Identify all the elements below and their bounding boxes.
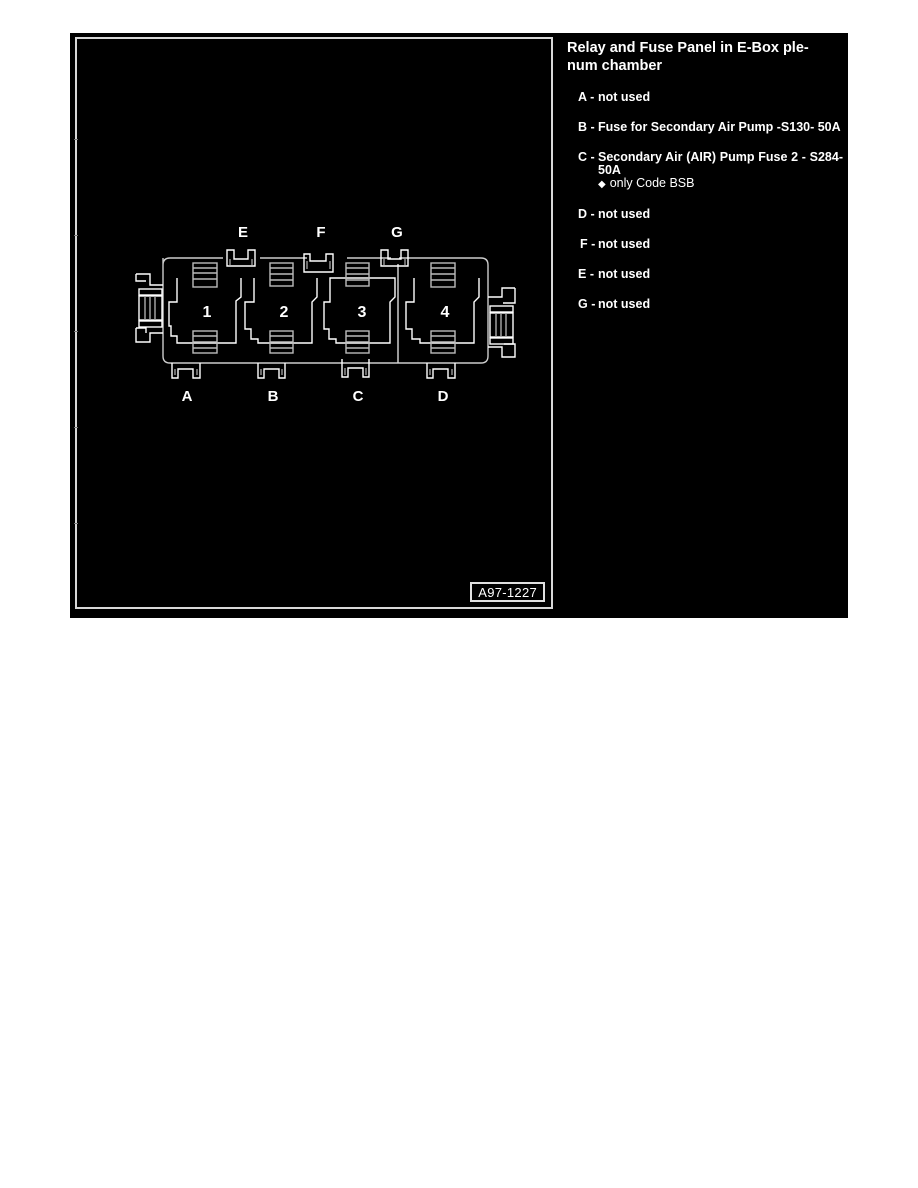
legend-item-f: F - not used [580, 237, 651, 251]
legend-item-c: C - Secondary Air (AIR) Pump Fuse 2 - S2… [578, 150, 843, 191]
legend-item-e: E - not used [578, 267, 651, 281]
legend-text: not used [598, 207, 651, 221]
relay-socket-2 [244, 262, 318, 354]
legend-text: not used [598, 90, 651, 104]
title-line-1: Relay and Fuse Panel in E-Box ple- [567, 40, 809, 56]
legend-text: Fuse for Secondary Air Pump -S130- 50A [598, 120, 841, 134]
title-line-2: num chamber [567, 58, 663, 74]
legend-list: A - not used B - Fuse for Secondary Air … [567, 91, 843, 311]
frame-tick [74, 331, 78, 332]
relay-socket-3 [323, 262, 396, 354]
fuse-holder-b [257, 363, 286, 379]
fuse-holder-d [426, 363, 456, 379]
right-mount-clip [488, 287, 516, 358]
fuse-label-g: G [391, 224, 403, 241]
legend-item-a: A - not used [578, 90, 651, 104]
legend-panel: Relay and Fuse Panel in E-Box ple- num c… [567, 39, 843, 328]
legend-key: C [578, 150, 588, 164]
frame-tick [74, 235, 78, 236]
fuse-holder-a [171, 363, 201, 379]
legend-key: G [578, 297, 588, 311]
legend-key: A [578, 90, 587, 104]
legend-text: Secondary Air (AIR) Pump Fuse 2 - S284- … [598, 150, 843, 177]
frame-tick [74, 139, 78, 140]
frame-tick [74, 427, 78, 428]
legend-text: not used [598, 237, 651, 251]
relay-fuse-panel-diagram: 1 2 3 4 E F G A B C D [135, 224, 516, 405]
fuse-holder-c [341, 359, 370, 378]
relay-label-2: 2 [280, 304, 289, 321]
fuse-holder-e [226, 249, 256, 267]
legend-note-text: only Code BSB [609, 176, 695, 190]
fuse-holder-f [303, 253, 334, 273]
relay-label-4: 4 [441, 304, 450, 321]
section-title: Relay and Fuse Panel in E-Box ple- num c… [567, 39, 843, 75]
figure-frame: 1 2 3 4 E F G A B C D A97-1227 [74, 37, 553, 609]
fuse-label-d: D [438, 388, 449, 405]
legend-item-d: D - not used [578, 207, 651, 221]
legend-key: E [578, 267, 587, 281]
left-mount-clip [135, 273, 163, 343]
legend-note: ◆only Code BSB [598, 177, 843, 191]
relay-label-3: 3 [358, 304, 367, 321]
fuse-label-c: C [353, 388, 364, 405]
legend-key: B [578, 120, 588, 134]
legend-text: not used [598, 267, 651, 281]
relay-label-1: 1 [203, 304, 212, 321]
legend-item-g: G - not used [578, 297, 651, 311]
diamond-bullet-icon: ◆ [598, 179, 606, 190]
figure-id-label: A97-1227 [470, 582, 545, 602]
fuse-label-b: B [268, 388, 279, 405]
legend-item-b: B - Fuse for Secondary Air Pump -S130- 5… [578, 120, 841, 134]
relay-socket-4 [405, 262, 480, 354]
fuse-label-a: A [182, 388, 193, 405]
legend-key: F [580, 237, 588, 251]
legend-key: D [578, 207, 588, 221]
document-sheet: 1 2 3 4 E F G A B C D A97-1227 Relay and… [70, 33, 848, 618]
fuse-holder-g [380, 249, 409, 267]
fuse-label-f: F [316, 224, 325, 241]
legend-text: not used [598, 297, 651, 311]
fuse-label-e: E [238, 224, 248, 241]
relay-socket-1 [168, 262, 242, 354]
frame-tick [74, 523, 78, 524]
